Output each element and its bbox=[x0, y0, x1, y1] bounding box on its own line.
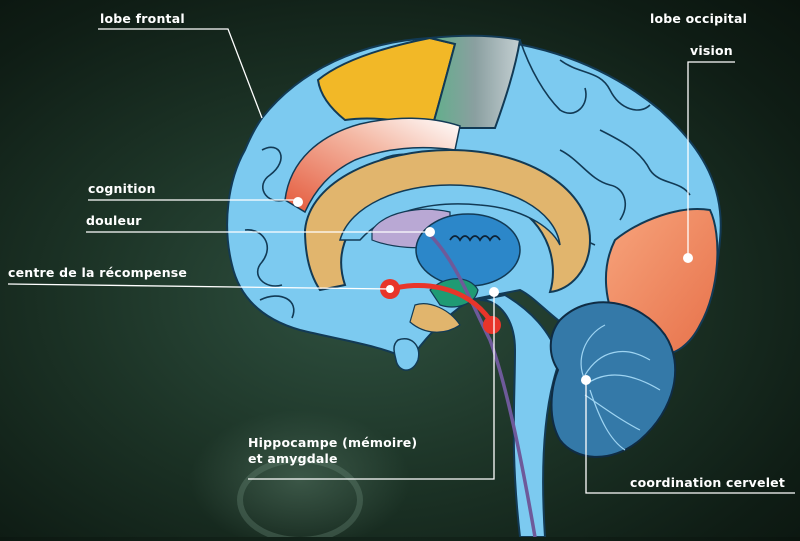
label-lobe-frontal: lobe frontal bbox=[100, 12, 185, 26]
label-hippocampe-line1: Hippocampe (mémoire) bbox=[248, 436, 417, 450]
label-hippocampe-line2: et amygdale bbox=[248, 452, 338, 466]
frontal-line bbox=[98, 29, 262, 118]
thalamus bbox=[416, 214, 520, 286]
label-cognition: cognition bbox=[88, 182, 156, 196]
label-centre-recompense: centre de la récompense bbox=[8, 266, 187, 280]
label-douleur: douleur bbox=[86, 214, 142, 228]
hippocampe-dot bbox=[489, 287, 499, 297]
label-vision: vision bbox=[690, 44, 733, 58]
vision-dot bbox=[683, 253, 693, 263]
recompense-dot bbox=[386, 285, 394, 293]
cognition-dot bbox=[293, 197, 303, 207]
cerebellum bbox=[551, 302, 675, 457]
frontal-yellow-region bbox=[318, 38, 455, 128]
reward-node-end bbox=[483, 316, 501, 334]
pituitary bbox=[394, 339, 419, 370]
cervelet-dot bbox=[581, 375, 591, 385]
label-lobe-occipital: lobe occipital bbox=[650, 12, 747, 26]
label-coordination-cervelet: coordination cervelet bbox=[630, 476, 785, 490]
douleur-dot bbox=[425, 227, 435, 237]
background-glow bbox=[190, 410, 410, 537]
